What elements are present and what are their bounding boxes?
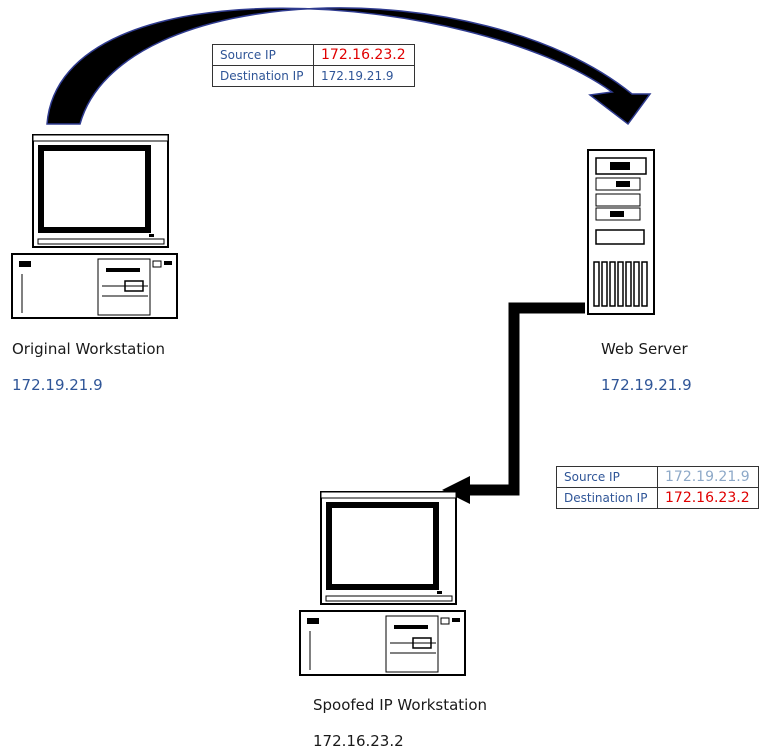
spoofed-workstation-computer: [299, 491, 466, 676]
request-dest-value: 172.19.21.9: [313, 65, 415, 87]
original-workstation-label: Original Workstation: [12, 340, 166, 358]
response-dest-row: Destination IP 172.16.23.2: [556, 487, 759, 509]
web-server-label: Web Server: [601, 340, 688, 358]
spoofed-workstation-ip: 172.16.23.2: [313, 732, 404, 750]
request-dest-row: Destination IP 172.19.21.9: [212, 65, 415, 87]
original-workstation-computer: [11, 134, 178, 319]
response-dest-value: 172.16.23.2: [657, 487, 759, 509]
response-dest-label: Destination IP: [556, 487, 658, 509]
response-source-row: Source IP 172.19.21.9: [556, 466, 759, 488]
response-source-value: 172.19.21.9: [657, 466, 759, 488]
web-server-ip: 172.19.21.9: [601, 376, 692, 394]
request-source-row: Source IP 172.16.23.2: [212, 44, 415, 66]
curved-request-arrow: [46, 7, 652, 126]
spoofed-workstation-label: Spoofed IP Workstation: [313, 696, 488, 714]
response-source-label: Source IP: [556, 466, 658, 488]
request-source-label: Source IP: [212, 44, 314, 66]
request-packet-table: Source IP 172.16.23.2 Destination IP 172…: [212, 44, 415, 87]
original-workstation-ip: 172.19.21.9: [12, 376, 103, 394]
web-server-tower: [587, 149, 655, 315]
elbow-response-arrow: [442, 302, 585, 504]
response-packet-table: Source IP 172.19.21.9 Destination IP 172…: [556, 466, 759, 509]
request-dest-label: Destination IP: [212, 65, 314, 87]
request-source-value: 172.16.23.2: [313, 44, 415, 66]
